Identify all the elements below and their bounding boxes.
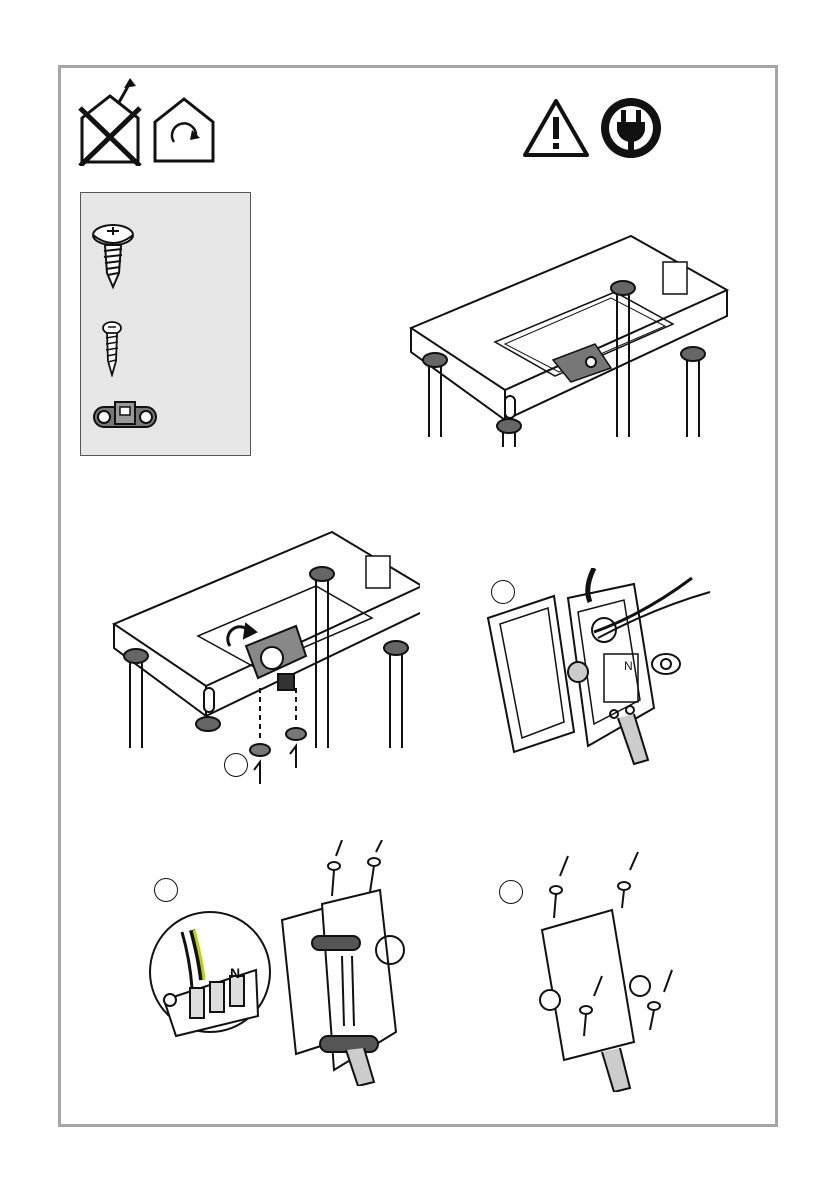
- wood-screw-icon: [99, 321, 125, 377]
- step-2-illustration: [110, 528, 420, 790]
- step-4-illustration: N: [146, 840, 426, 1086]
- no-outdoor-use-icon: [78, 78, 150, 166]
- pan-head-screw-icon: [91, 221, 135, 291]
- step-2-number: [224, 753, 248, 777]
- step-3-number: [491, 580, 515, 604]
- indoor-use-icon: [152, 96, 216, 164]
- detail-zoom-circle: [150, 912, 270, 1036]
- svg-text:N: N: [230, 965, 240, 981]
- step-5-number: [499, 880, 523, 904]
- warning-triangle-icon: [521, 97, 591, 159]
- step-4-number: [154, 878, 178, 902]
- screw-pair-top: [328, 840, 382, 896]
- cable-clamp-icon: [91, 399, 159, 433]
- screw-pair: [250, 728, 306, 784]
- step-1-illustration: [405, 232, 735, 452]
- svg-text:N: N: [624, 659, 633, 673]
- parts-panel: [80, 192, 251, 456]
- step-5-illustration: [528, 846, 678, 1092]
- step-3-illustration: N: [484, 568, 714, 768]
- unplug-power-icon: [599, 96, 663, 160]
